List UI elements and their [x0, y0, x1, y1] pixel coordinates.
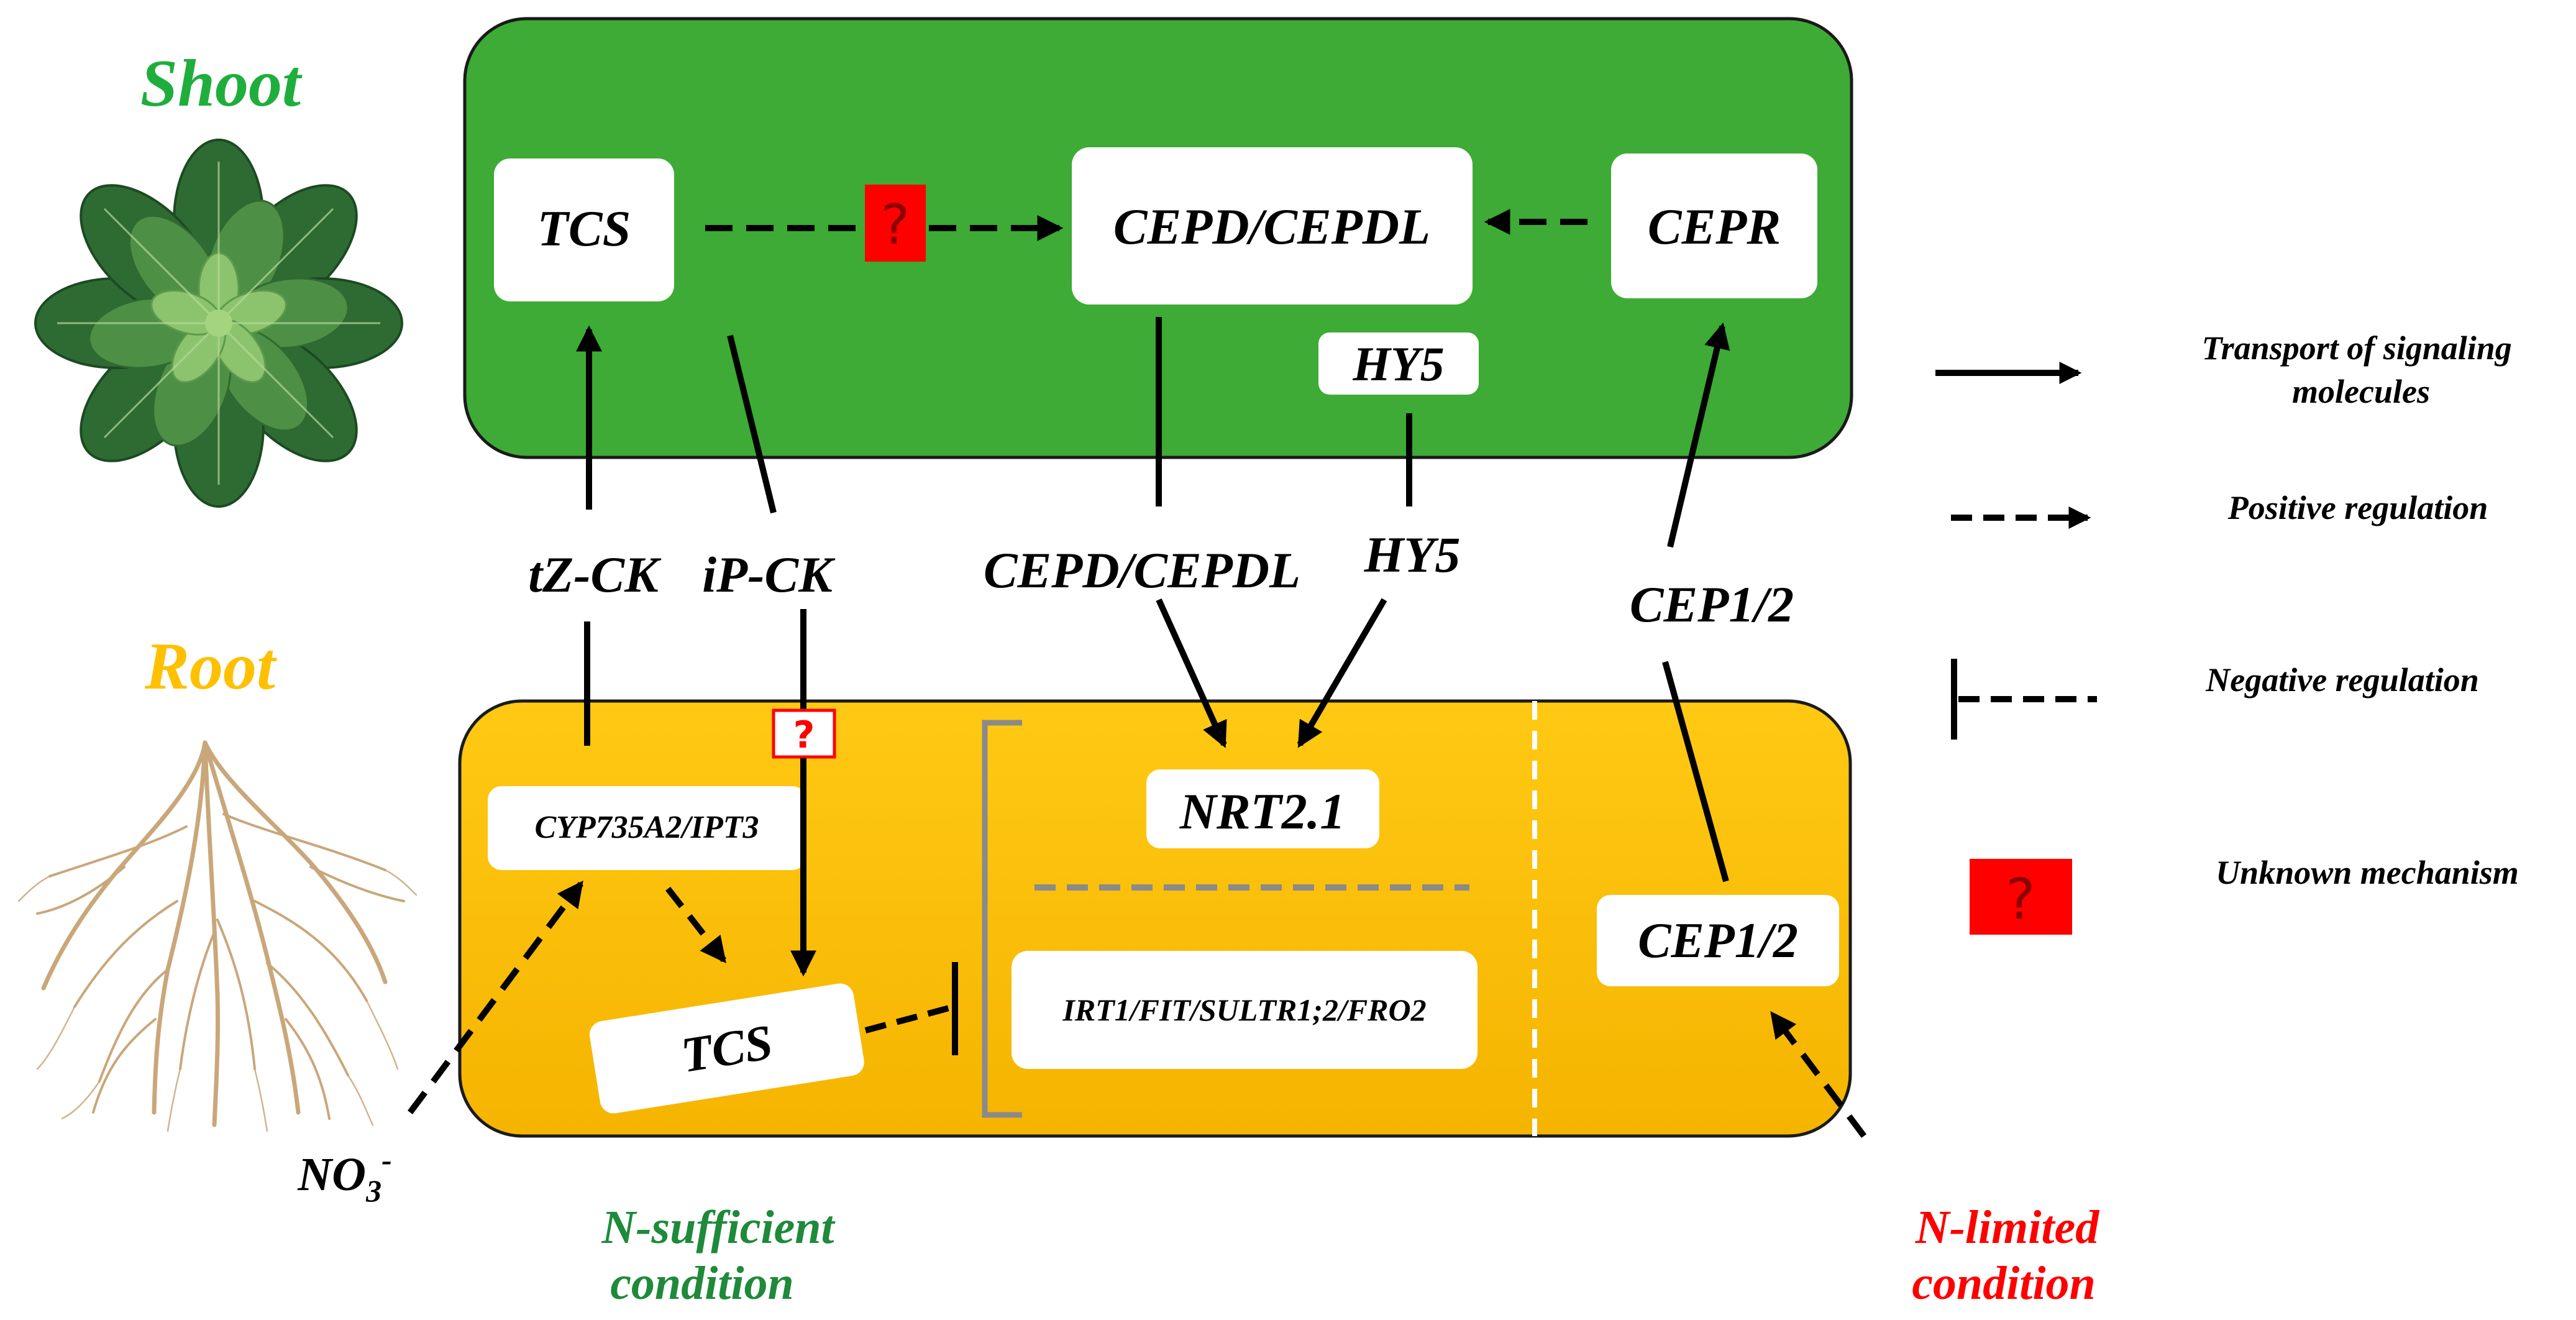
- legend-positive-label: Positive regulation: [2227, 489, 2488, 526]
- root-nrt-label: NRT2.1: [1179, 783, 1346, 840]
- n-sufficient-label: N-sufficient condition: [601, 1201, 846, 1309]
- shoot-cepr-label: CEPR: [1648, 198, 1781, 255]
- root-cyp-label: CYP735A2/IPT3: [534, 810, 759, 845]
- tzck-label: tZ-CK: [528, 546, 662, 603]
- legend: Transport of signaling molecules Positiv…: [1935, 329, 2521, 935]
- nitrate-to-cyp-arrow: [407, 880, 584, 1114]
- cep12-signal-label: CEP1/2: [1630, 576, 1794, 633]
- hy5-to-nrt-arrow: [1297, 598, 1387, 748]
- shoot-title: Shoot: [140, 47, 303, 121]
- root-cep12-label: CEP1/2: [1638, 914, 1798, 968]
- hy5-signal-label: HY5: [1364, 526, 1461, 583]
- n-limited-to-cep12-arrow: [1770, 1011, 1866, 1138]
- shoot-cepd-node: CEPD/CEPDL: [1072, 147, 1473, 305]
- shoot-cepr-node: CEPR: [1611, 154, 1817, 298]
- shoot-tcs-label: TCS: [537, 200, 631, 257]
- root-unknown-mechanism: ?: [772, 708, 836, 759]
- ipck-label: iP-CK: [702, 546, 836, 603]
- root-nrt-node: NRT2.1: [1146, 769, 1379, 848]
- question-icon: ?: [2006, 867, 2035, 932]
- question-icon: ?: [793, 713, 815, 757]
- cep12-lower-line: [1662, 661, 1729, 882]
- root-irt-node: IRT1/FIT/SULTR1;2/FRO2: [1012, 951, 1478, 1069]
- legend-negative-label: Negative regulation: [2205, 661, 2478, 699]
- root-system-icon: [17, 740, 418, 1132]
- tcs-inhibits-genes-line: [864, 1004, 955, 1034]
- cep12-upper-arrow: [1667, 322, 1730, 548]
- root-cyp-node: CYP735A2/IPT3: [488, 786, 806, 870]
- question-icon: ?: [881, 193, 910, 257]
- legend-transport-label: Transport of signaling molecules: [2202, 329, 2521, 410]
- cepd-signal-label: CEPD/CEPDL: [984, 542, 1300, 598]
- target-genes-bracket: [982, 720, 1022, 1118]
- shoot-hy5-node: HY5: [1318, 332, 1479, 395]
- cepd-to-nrt-arrow: [1156, 598, 1227, 748]
- cyp-to-root-tcs-arrow: [665, 886, 726, 963]
- root-tcs-node: TCS: [589, 983, 864, 1114]
- legend-unknown-label: Unknown mechanism: [2216, 854, 2519, 891]
- n-limited-label: N-limited condition: [1912, 1201, 2111, 1309]
- shoot-tcs-node: TCS: [494, 158, 674, 301]
- root-irt-label: IRT1/FIT/SULTR1;2/FRO2: [1062, 992, 1426, 1027]
- shoot-cepd-label: CEPD/CEPDL: [1113, 198, 1430, 255]
- root-title: Root: [144, 630, 277, 704]
- ipck-upper-line: [727, 334, 777, 514]
- nitrate-label: NO3-: [297, 1142, 391, 1208]
- root-cep12-node: CEP1/2: [1597, 895, 1839, 986]
- rosette-plant-icon: [34, 139, 403, 508]
- legend-unknown-symbol: [1970, 859, 2072, 935]
- shoot-hy5-label: HY5: [1352, 337, 1444, 391]
- shoot-unknown-mechanism: ?: [865, 185, 926, 262]
